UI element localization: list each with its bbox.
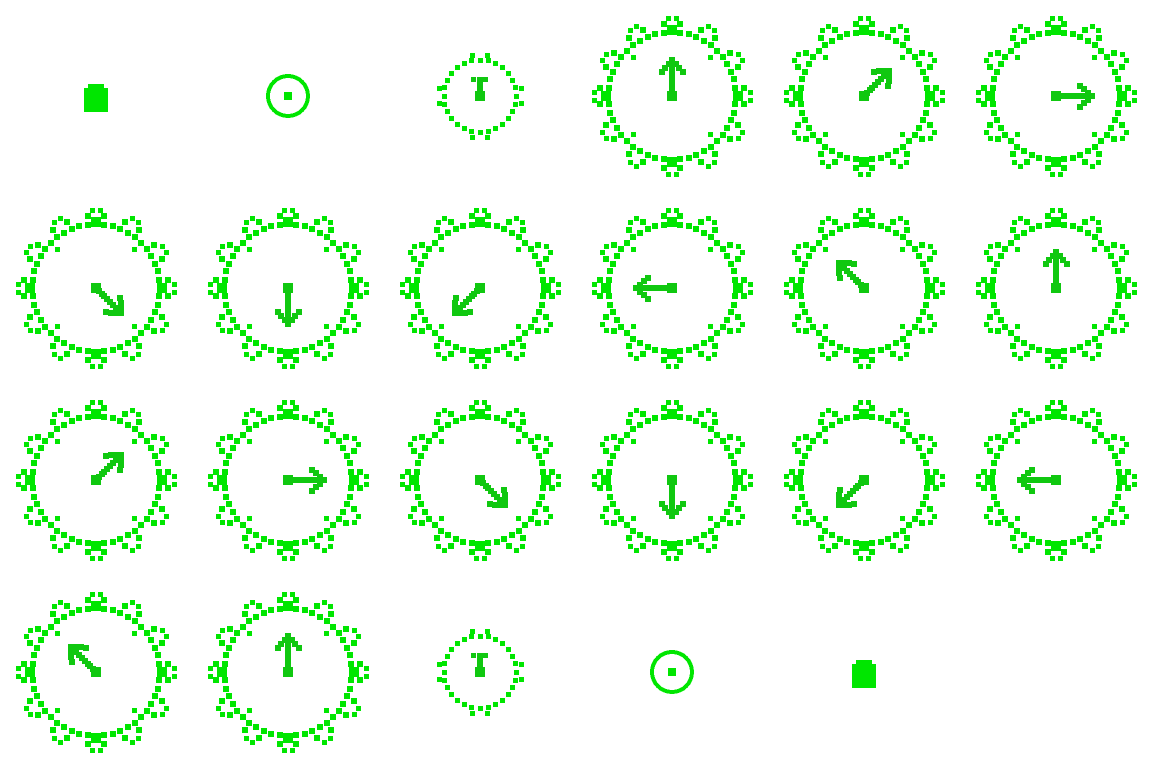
sprite-frame [960,192,1152,384]
sprite-frame [768,576,960,768]
gear-dial-sprite [592,16,753,177]
sprite-frame [960,0,1152,192]
small-ring-sprite [266,74,310,118]
gear-dial-sprite [16,400,177,561]
gear-dial-sprite [976,16,1137,177]
sprite-frame [384,576,576,768]
sprite-frame [0,0,192,192]
sprite-frame-graphic [208,592,369,753]
gear-dial-sprite [784,16,945,177]
dot-sprite [84,84,108,112]
small-ring-sprite [650,650,694,694]
gear-dial-sprite [976,208,1137,369]
gear-dial-sprite [16,208,177,369]
sprite-frame-graphic [592,16,753,177]
gear-dial-sprite [208,208,369,369]
sprite-frame-graphic [852,660,876,688]
medium-dial-sprite [437,629,524,716]
gear-dial-sprite [400,400,561,561]
sprite-frame [384,0,576,192]
sprite-frame-graphic [437,53,524,140]
sprite-frame [960,384,1152,576]
sprite-frame [192,192,384,384]
sprite-frame-graphic [784,400,945,561]
medium-dial-sprite [437,53,524,140]
sprite-frame-graphic [437,629,524,716]
gear-dial-sprite [400,208,561,369]
sprite-frame-graphic [208,400,369,561]
sprite-frame-graphic [784,208,945,369]
sprite-frame [0,192,192,384]
sprite-frame-graphic [784,16,945,177]
sprite-frame [576,576,768,768]
sprite-frame [576,192,768,384]
sprite-frame-graphic [976,208,1137,369]
gear-dial-sprite [208,592,369,753]
sprite-frame-graphic [16,208,177,369]
gear-dial-sprite [784,400,945,561]
sprite-frame-graphic [16,400,177,561]
sprite-frame [576,0,768,192]
sprite-frame-graphic [592,400,753,561]
gear-dial-sprite [784,208,945,369]
sprite-frame-graphic [650,650,694,694]
gear-dial-sprite [976,400,1137,561]
gear-dial-sprite [208,400,369,561]
sprite-frame-graphic [400,400,561,561]
sprite-frame [0,576,192,768]
sprite-frame [384,192,576,384]
sprite-frame-graphic [84,84,108,112]
sprite-frame [768,0,960,192]
gear-dial-sprite [592,208,753,369]
sprite-frame [192,576,384,768]
sprite-frame-graphic [976,400,1137,561]
sprite-frame [576,384,768,576]
sprite-frame [192,0,384,192]
sprite-frame-graphic [208,208,369,369]
sprite-frame-graphic [266,74,310,118]
gear-dial-sprite [592,400,753,561]
sprite-frame [0,384,192,576]
gear-dial-sprite [16,592,177,753]
sprite-frame-graphic [16,592,177,753]
sprite-frame [768,384,960,576]
sprite-frame [192,384,384,576]
dot-sprite [852,660,876,688]
sprite-frame-graphic [400,208,561,369]
sprite-frame-graphic [592,208,753,369]
sprite-frame [384,384,576,576]
sprite-frame [768,192,960,384]
sprite-frame-graphic [976,16,1137,177]
